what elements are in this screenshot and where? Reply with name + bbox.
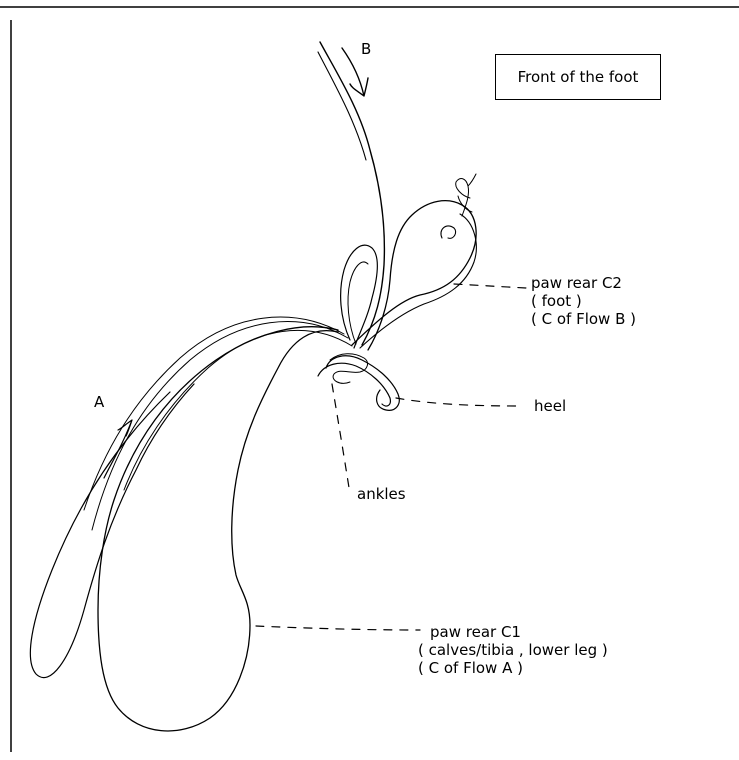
flow-a-label: A [94,394,104,411]
flow-a-line-2 [84,317,344,510]
c1-label-line2: ( calves/tibia , lower leg ) [418,642,608,659]
c2-label-line3: ( C of Flow B ) [531,311,636,328]
ankles-leader-line [332,384,350,494]
ankles-label: ankles [357,486,406,503]
foot-loop-inner [360,214,476,348]
heel-leader-line [396,398,520,406]
flow-a-arrow [104,420,132,478]
heel-knot [318,356,399,410]
c2-leader-line [454,284,526,288]
front-of-foot-label: Front of the foot [518,68,639,86]
c1-label-line3: ( C of Flow A ) [418,660,523,677]
flow-b-label: B [361,41,371,58]
c2-label-line2: ( foot ) [531,293,582,310]
c1-label-line1: paw rear C1 [430,624,521,641]
foot-loop-outer [352,201,476,350]
calf-loop [98,327,338,731]
ankle-back-curl [341,245,378,348]
c1-leader-line [256,626,420,630]
heel-label: heel [534,398,566,415]
ankle-back-curl-inner [348,262,368,344]
flow-b-line-secondary [318,52,366,160]
toe-scribble [456,174,476,216]
tail-loop [30,384,194,678]
front-of-foot-box: Front of the foot [495,54,661,100]
toe-curl [441,226,456,238]
flow-a-line-3 [124,330,352,490]
c2-label-line1: paw rear C2 [531,275,622,292]
